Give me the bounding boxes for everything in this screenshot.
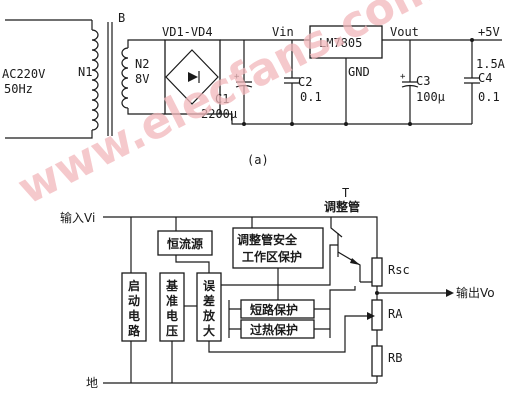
regulator-lm7805 xyxy=(309,25,383,59)
output-current-label: 1.5A xyxy=(476,57,506,71)
vout-label: Vout xyxy=(390,25,419,39)
output-voltage-label: +5V xyxy=(478,25,500,39)
svg-text:+: + xyxy=(234,72,240,82)
transistor-name: 调整管 xyxy=(324,199,360,214)
input-label: 输入Vi xyxy=(60,210,95,225)
startup-char-1: 启 xyxy=(128,278,140,293)
safe-area-label-line2: 工作区保护 xyxy=(242,249,302,264)
transistor-label: T xyxy=(342,186,349,200)
regulator-label: LM7805 xyxy=(319,36,362,50)
capacitor-c2 xyxy=(284,40,300,124)
capacitor-c1: + xyxy=(234,40,253,124)
current-source-label: 恒流源 xyxy=(167,236,203,251)
error-amp-char-1: 误 xyxy=(203,279,216,293)
error-amp-char-2: 差 xyxy=(202,293,215,308)
capacitor-c3: + xyxy=(400,40,419,124)
c2-value: 0.1 xyxy=(300,90,322,104)
rb-label: RB xyxy=(388,351,402,365)
c1-value: 2200μ xyxy=(201,107,237,121)
transformer-primary-winding xyxy=(5,19,99,139)
base-drive-line xyxy=(221,244,338,286)
gnd-label: GND xyxy=(348,65,370,79)
bridge-label: VD1-VD4 xyxy=(162,25,213,39)
transistor-collector xyxy=(330,217,343,238)
c3-value: 100μ xyxy=(416,90,445,104)
rsc-label: Rsc xyxy=(388,263,410,277)
reference-char-2: 准 xyxy=(166,293,178,308)
transistor-t xyxy=(337,233,361,282)
ra-label: RA xyxy=(388,307,403,321)
safe-area-protection-box xyxy=(232,227,324,269)
transformer-label: B xyxy=(118,11,125,25)
watermark: www.elecfans.com xyxy=(10,0,445,215)
thermal-protection-label: 过热保护 xyxy=(250,322,298,337)
output-label: 输出Vo xyxy=(456,285,495,300)
resistor-rsc xyxy=(371,257,383,287)
reference-char-4: 压 xyxy=(166,324,178,338)
c4-value: 0.1 xyxy=(478,90,500,104)
diode-symbol xyxy=(188,72,198,82)
short-circuit-label: 短路保护 xyxy=(250,302,298,317)
safe-area-label-line1: 调整管安全 xyxy=(237,232,298,247)
startup-char-2: 动 xyxy=(128,294,140,308)
transformer-secondary-winding xyxy=(121,39,165,115)
svg-text:+: + xyxy=(400,72,406,82)
ra-tap-arrow-icon xyxy=(367,312,375,320)
ground-label: 地 xyxy=(86,376,98,390)
reference-char-1: 基 xyxy=(165,278,179,293)
regulator-block-diagram: 输入Vi 地 恒流源 调整管安全 工作区保护 启 动 电 路 基 准 电 压 误 xyxy=(60,186,495,390)
bridge-rectifier xyxy=(164,39,221,115)
current-source-box xyxy=(157,230,213,256)
c2-label: C2 xyxy=(298,75,312,89)
capacitor-c4 xyxy=(464,40,480,124)
reference-voltage-box xyxy=(159,272,185,342)
error-amp-char-3: 放 xyxy=(202,308,216,323)
startup-char-3: 电 xyxy=(128,308,140,323)
c4-label: C4 xyxy=(478,71,492,85)
power-supply-circuit: AC220V 50Hz N1 B N2 8V VD1-VD4 xyxy=(2,11,506,167)
feedback-line xyxy=(208,315,375,353)
secondary-winding-label: N2 xyxy=(135,57,149,71)
figure-caption: (a) xyxy=(247,153,269,167)
resistor-ra xyxy=(371,299,383,331)
output-arrow-icon xyxy=(446,289,454,297)
error-amp-char-4: 大 xyxy=(203,323,215,338)
ac-input-voltage: AC220V xyxy=(2,67,45,81)
ac-input-frequency: 50Hz xyxy=(4,82,33,96)
c1-label: C1 xyxy=(215,92,229,106)
startup-circuit-box xyxy=(121,272,147,342)
reference-char-3: 电 xyxy=(166,308,178,323)
startup-char-4: 路 xyxy=(128,323,141,338)
primary-winding-label: N1 xyxy=(78,65,92,79)
secondary-voltage-label: 8V xyxy=(135,72,149,86)
resistor-rb xyxy=(371,345,383,377)
c3-label: C3 xyxy=(416,74,430,88)
vin-label: Vin xyxy=(272,25,294,39)
ground-rail xyxy=(220,113,472,125)
